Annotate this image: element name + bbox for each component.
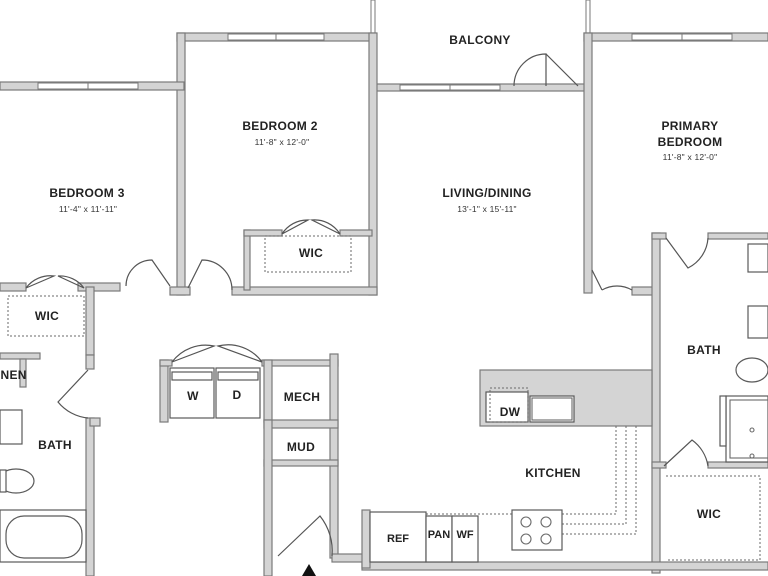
washer-label: W (187, 389, 199, 403)
wic-primary-label: WIC (697, 507, 721, 521)
wic-bedroom2-label: WIC (299, 246, 323, 260)
pan-label: PAN (428, 529, 450, 541)
dishwasher-label: DW (500, 405, 521, 419)
ref-label: REF (387, 533, 409, 545)
doors (25, 53, 709, 557)
entry-arrow-icon (302, 564, 316, 576)
bath-left-label: BATH (38, 438, 72, 452)
primary-label-line2: BEDROOM (658, 135, 723, 149)
linen-label: LINEN (0, 368, 27, 382)
mud-label: MUD (287, 440, 315, 454)
mech-label: MECH (284, 390, 321, 404)
bath-right-label: BATH (687, 343, 721, 357)
bedroom3-dims: 11'-4" x 11'-11" (59, 204, 117, 214)
fixtures (0, 235, 768, 563)
bedroom2-label: BEDROOM 2 (242, 119, 317, 133)
primary-label-line1: PRIMARY (662, 119, 719, 133)
dryer-label: D (233, 388, 242, 402)
balcony-label: BALCONY (449, 33, 510, 47)
labels: BALCONY BEDROOM 2 11'-8" x 12'-0" BEDROO… (0, 33, 722, 545)
living-label: LIVING/DINING (442, 186, 531, 200)
bedroom2-dims: 11'-8" x 12'-0" (255, 137, 310, 147)
wic-bedroom3-label: WIC (35, 309, 59, 323)
bedroom3-label: BEDROOM 3 (49, 186, 124, 200)
wf-label: WF (456, 529, 473, 541)
kitchen-label: KITCHEN (525, 466, 580, 480)
living-dims: 13'-1" x 15'-11" (457, 204, 517, 214)
primary-dims: 11'-8" x 12'-0" (663, 152, 718, 162)
